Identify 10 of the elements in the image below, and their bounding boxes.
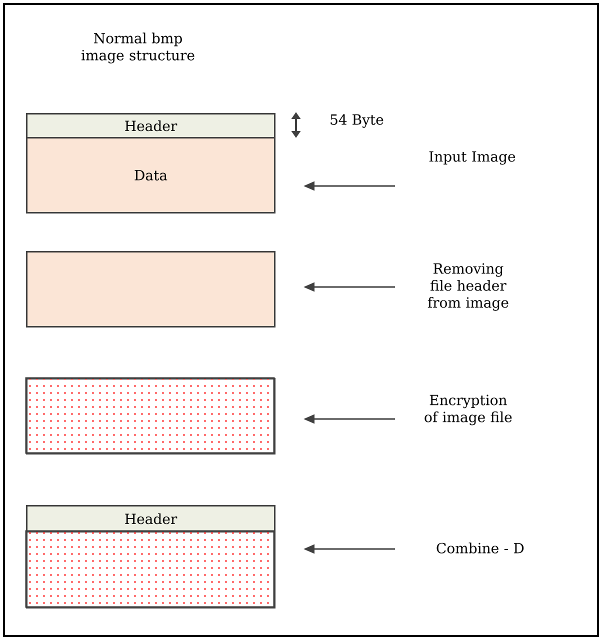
step-label: Input Image	[429, 151, 516, 165]
data-box: Data	[26, 137, 276, 214]
title: Normal bmp image structure	[82, 32, 194, 64]
data-box	[26, 251, 276, 328]
step-label: Removing file header from image	[428, 263, 508, 311]
header-box: Header	[26, 113, 276, 138]
header-box: Header	[26, 505, 276, 532]
dimension-label: 54 Byte	[330, 114, 384, 128]
step-label: Encryption of image file	[424, 394, 512, 426]
step-label: Combine - D	[436, 542, 524, 554]
